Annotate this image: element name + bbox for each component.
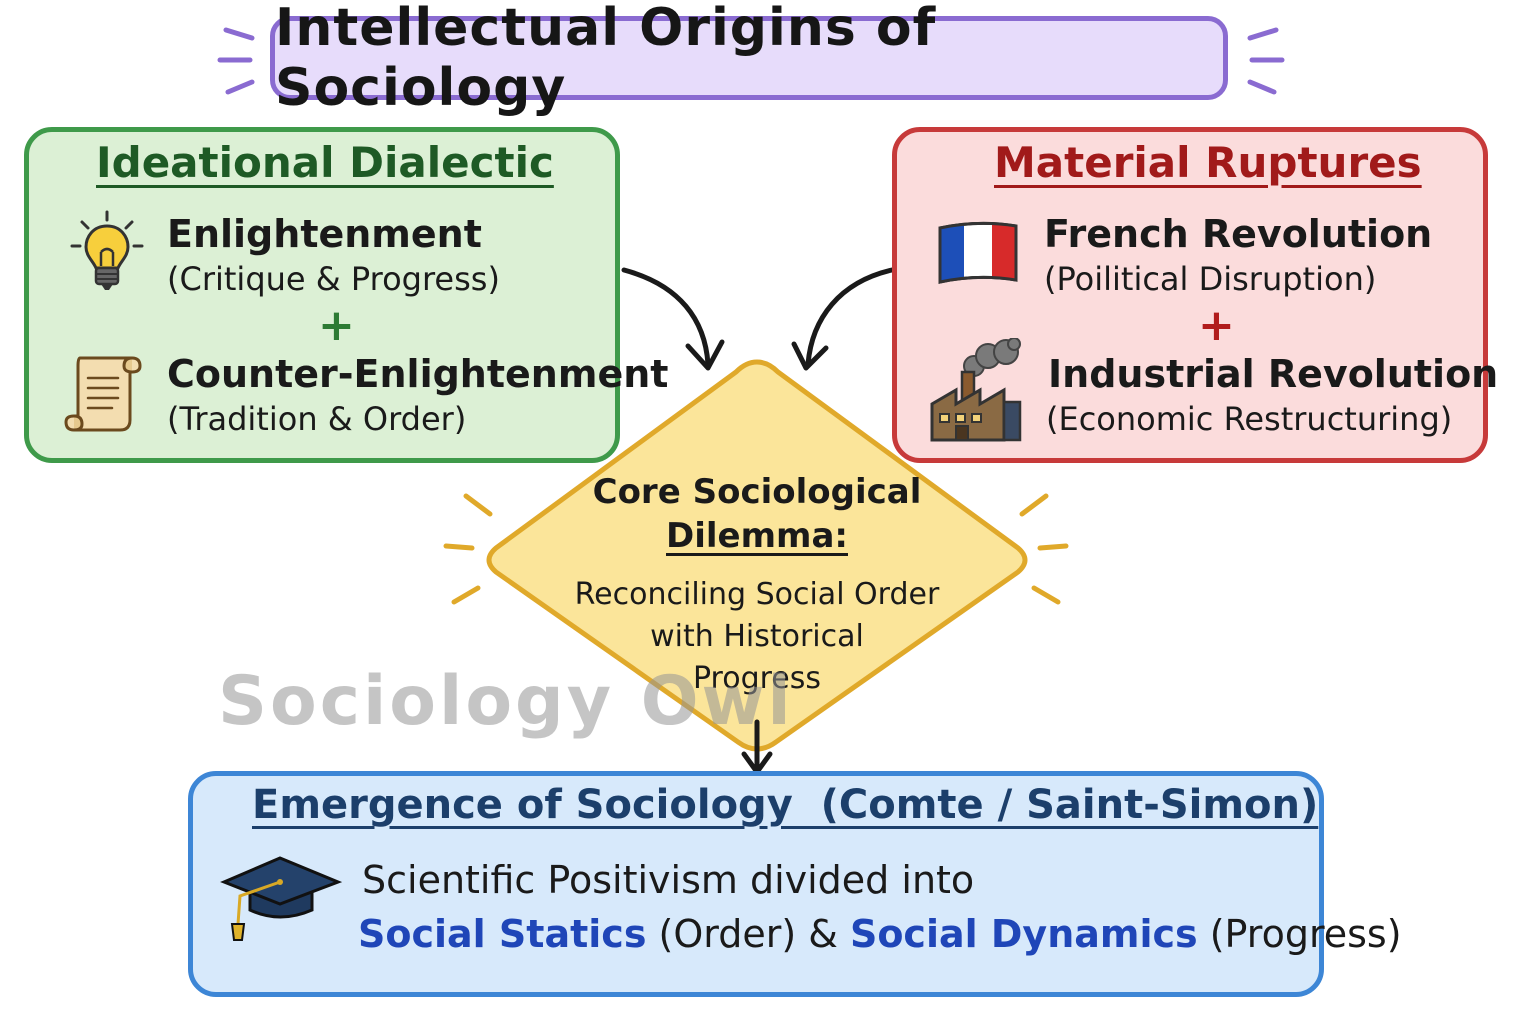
industrial-revolution-label: Industrial Revolution xyxy=(1048,352,1499,396)
counter-enlightenment-label: Counter-Enlightenment xyxy=(167,352,669,396)
emergence-line2: Social Statics (Order) & Social Dynamics… xyxy=(358,912,1402,956)
factory-icon xyxy=(930,338,1022,442)
arrowhead-left xyxy=(685,339,725,371)
french-revolution-sub: (Poilitical Disruption) xyxy=(1044,260,1377,298)
counter-enlightenment-sub: (Tradition & Order) xyxy=(167,400,467,438)
dilemma-rays xyxy=(443,493,1069,605)
material-plus: + xyxy=(1198,300,1235,351)
title-box: Intellectual Origins of Sociology xyxy=(270,0,1228,118)
dilemma-description: Reconciling Social Order with Historical… xyxy=(547,574,967,700)
emergence-line1: Scientific Positivism divided into xyxy=(362,858,975,902)
title-rays xyxy=(217,27,1285,95)
enlightenment-sub: (Critique & Progress) xyxy=(167,260,500,298)
social-dynamics-term: Social Dynamics xyxy=(849,912,1198,956)
watermark: Sociology Owl xyxy=(218,662,794,741)
social-statics-term: Social Statics xyxy=(358,912,647,956)
dilemma-sub-line3: Progress xyxy=(692,661,822,696)
emergence-heading: Emergence of Sociology (Comte / Saint-Si… xyxy=(252,782,1319,828)
french-revolution-label: French Revolution xyxy=(1044,212,1433,256)
french-flag-icon xyxy=(938,221,1018,284)
arrow-ideational-to-dilemma xyxy=(621,267,711,367)
ideational-heading: Ideational Dialectic xyxy=(96,138,554,187)
emergence-box xyxy=(188,771,1324,997)
social-statics-note: (Order) & xyxy=(646,912,850,956)
scroll-icon xyxy=(64,356,142,432)
industrial-revolution-sub: (Economic Restructuring) xyxy=(1046,400,1453,438)
dilemma-title-line1: Core Sociological xyxy=(592,472,922,512)
page-title: Intellectual Origins of Sociology xyxy=(275,0,937,118)
social-dynamics-note: (Progress) xyxy=(1197,912,1402,956)
dilemma-sub-line1: Reconciling Social Order xyxy=(574,577,940,612)
arrowhead-right xyxy=(791,341,829,371)
ideational-plus: + xyxy=(318,300,355,351)
material-heading: Material Ruptures xyxy=(994,138,1422,187)
lightbulb-icon xyxy=(70,210,144,290)
enlightenment-label: Enlightenment xyxy=(167,212,482,256)
dilemma-sub-line2: with Historical xyxy=(650,619,864,654)
arrow-material-to-dilemma xyxy=(805,267,895,367)
dilemma-title-line2: Dilemma: xyxy=(666,516,848,556)
graduation-cap-icon xyxy=(220,856,342,941)
dilemma-title: Core Sociological Dilemma: xyxy=(587,470,927,558)
